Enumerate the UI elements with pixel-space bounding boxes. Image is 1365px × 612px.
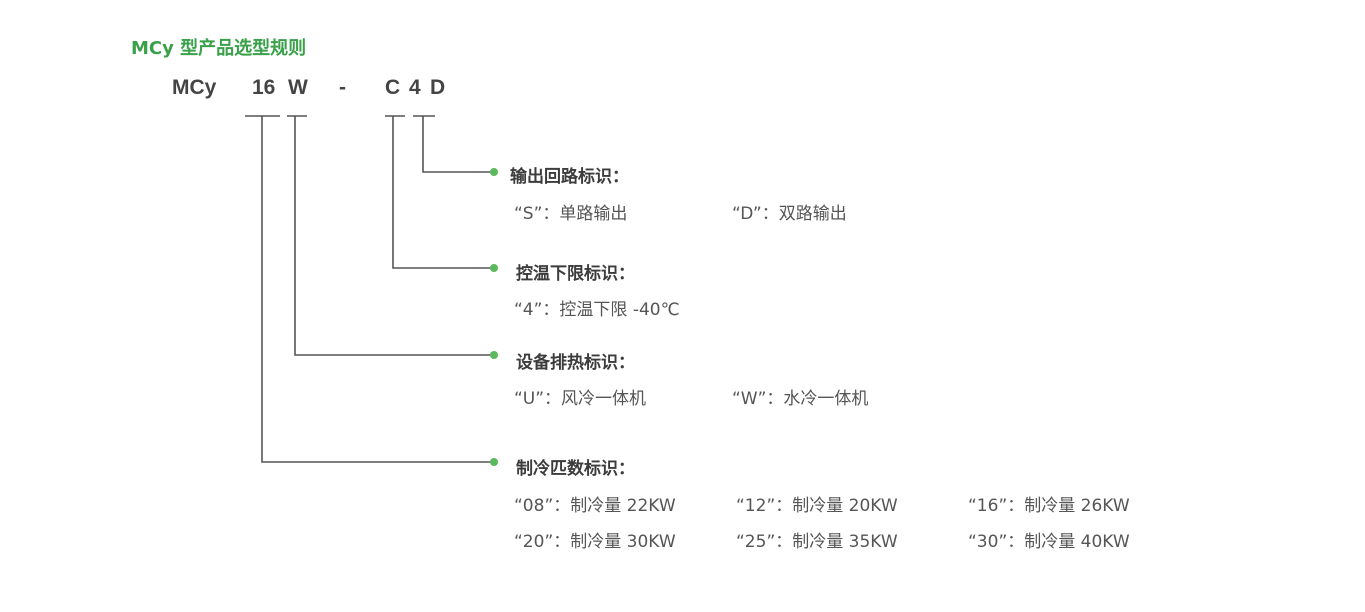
heading-temp-lower-limit: 控温下限标识： xyxy=(516,264,635,284)
option-12: “12”：制冷量 20KW xyxy=(736,496,898,516)
heading-heat-dissipation: 设备排热标识： xyxy=(516,353,635,373)
heading-output-circuit: 输出回路标识： xyxy=(510,167,629,187)
option-s-single: “S”：单路输出 xyxy=(514,204,628,224)
option-25: “25”：制冷量 35KW xyxy=(736,532,898,552)
option-w-water-cooled: “W”：水冷一体机 xyxy=(732,389,869,409)
option-30: “30”：制冷量 40KW xyxy=(968,532,1130,552)
leader-cooling-capacity xyxy=(261,116,493,463)
code-cooling-capacity: 16 xyxy=(252,76,276,99)
option-20: “20”：制冷量 30KW xyxy=(514,532,676,552)
option-08: “08”：制冷量 22KW xyxy=(514,496,676,516)
marker-dot-heat xyxy=(490,351,498,359)
leader-output-circuit xyxy=(422,116,493,173)
code-heat-dissipation: W xyxy=(288,76,308,99)
page-title: MCy 型产品选型规则 xyxy=(131,38,307,59)
option-d-dual: “D”：双路输出 xyxy=(732,204,847,224)
option-u-air-cooled: “U”：风冷一体机 xyxy=(514,389,647,409)
option-4-minus40: “4”：控温下限 -40℃ xyxy=(514,300,680,320)
code-dash: - xyxy=(339,76,346,99)
code-output-circuit: D xyxy=(430,76,446,99)
heading-cooling-capacity: 制冷匹数标识： xyxy=(516,459,635,479)
code-temp-lower-limit: 4 xyxy=(409,76,421,99)
marker-dot-capacity xyxy=(490,458,498,466)
option-16: “16”：制冷量 26KW xyxy=(968,496,1130,516)
leader-temp-lower-limit xyxy=(392,116,493,269)
code-series: MCy xyxy=(172,76,217,99)
leader-heat-dissipation xyxy=(294,116,493,356)
marker-dot-temp xyxy=(490,264,498,272)
code-c: C xyxy=(385,76,401,99)
marker-dot-output xyxy=(490,168,498,176)
